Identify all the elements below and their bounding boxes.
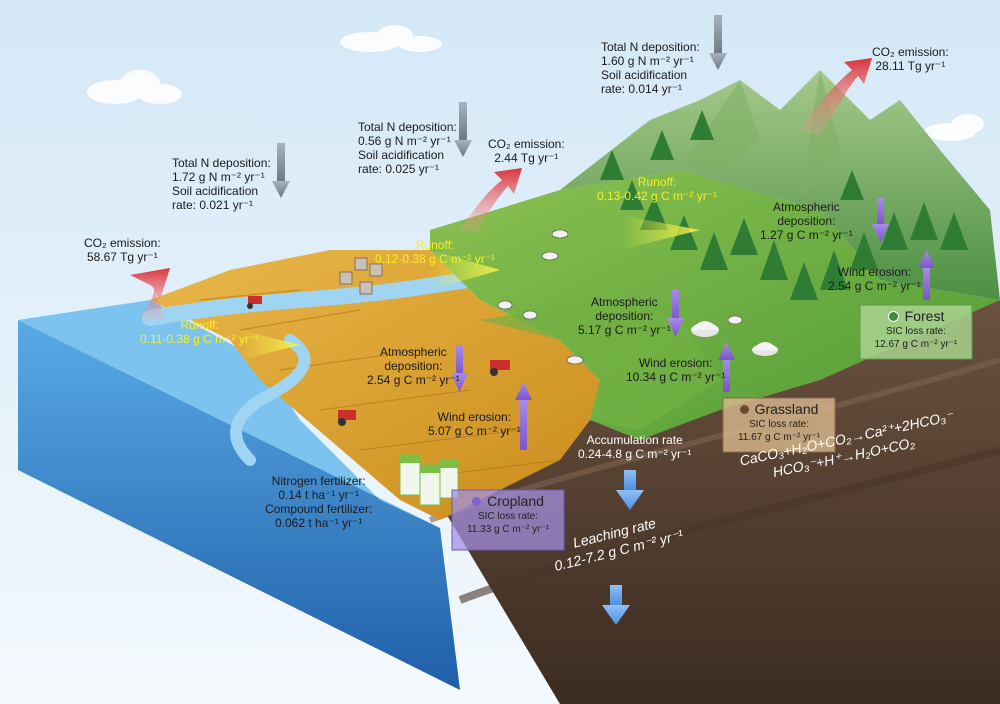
cropland-box: Cropland SIC loss rate: 11.33 g C m⁻² yr… bbox=[466, 493, 550, 535]
n-deposition-middle: Total N deposition: 0.56 g N m⁻² yr⁻¹ So… bbox=[358, 120, 457, 176]
grassland-dot-icon bbox=[739, 404, 749, 414]
n-deposition-east: Total N deposition: 1.60 g N m⁻² yr⁻¹ So… bbox=[601, 40, 700, 96]
atm-deposition-cropland: Atmospheric deposition: 2.54 g C m⁻² yr⁻… bbox=[367, 345, 460, 387]
grassland-area bbox=[430, 170, 1000, 440]
atm-deposition-grassland: Atmospheric deposition: 5.17 g C m⁻² yr⁻… bbox=[578, 295, 671, 337]
cloud-icon bbox=[87, 70, 182, 104]
purple-arrow-icon bbox=[515, 250, 935, 450]
fertilizer-bag-icon bbox=[399, 454, 459, 506]
yellow-cone-arrow-icon bbox=[240, 330, 300, 360]
forest-dot-icon bbox=[887, 310, 899, 322]
forest-box-bg bbox=[859, 304, 973, 360]
red-curved-arrow-icon bbox=[800, 58, 872, 136]
yellow-cone-arrow-icon bbox=[430, 250, 500, 290]
atm-deposition-forest: Atmospheric deposition: 1.27 g C m⁻² yr⁻… bbox=[760, 200, 853, 242]
accumulation-rate: Accumulation rate 0.24-4.8 g C m⁻² yr⁻¹ bbox=[578, 433, 692, 461]
wind-erosion-cropland: Wind erosion: 5.07 g C m⁻² yr⁻¹ bbox=[428, 410, 521, 438]
grassland-title: Grassland bbox=[754, 401, 819, 417]
wind-erosion-grassland: Wind erosion: 10.34 g C m⁻² yr⁻¹ bbox=[626, 356, 726, 384]
gray-down-arrow-icon bbox=[454, 102, 472, 157]
cropland-title: Cropland bbox=[487, 493, 544, 509]
wind-erosion-forest: Wind erosion: 2.54 g C m⁻² yr⁻¹ bbox=[828, 265, 921, 293]
runoff-cropland: Runoff: 0.11-0.38 g C m⁻² yr⁻¹ bbox=[140, 318, 260, 346]
forest-title: Forest bbox=[904, 308, 945, 324]
sea-cross-section bbox=[18, 320, 460, 690]
cropland-area bbox=[150, 250, 600, 520]
sea-surface bbox=[18, 300, 440, 528]
cropland-dot-icon bbox=[472, 496, 482, 506]
runoff-grassland: Runoff: 0.12-0.38 g C m⁻² yr⁻¹ bbox=[375, 238, 496, 266]
forest-box: Forest SIC loss rate: 12.67 g C m⁻² yr⁻¹ bbox=[874, 308, 958, 350]
runoff-forest: Runoff: 0.13-0.42 g C m⁻² yr⁻¹ bbox=[597, 175, 718, 203]
fertilizer-info: Nitrogen fertilizer: 0.14 t ha⁻¹ yr⁻¹ Co… bbox=[265, 474, 373, 530]
grassland-box: Grassland SIC loss rate: 11.67 g C m⁻² y… bbox=[737, 401, 821, 443]
gray-down-arrow-icon bbox=[709, 15, 727, 70]
yurt-icon bbox=[691, 321, 778, 356]
co2-emission-east: CO₂ emission: 28.11 Tg yr⁻¹ bbox=[872, 45, 949, 73]
livestock-icon bbox=[497, 229, 743, 365]
purple-arrow-icon bbox=[451, 198, 889, 392]
cropland-box-bg bbox=[451, 489, 565, 551]
red-curved-arrow-icon bbox=[460, 168, 522, 232]
co2-emission-west: CO₂ emission: 58.67 Tg yr⁻¹ bbox=[84, 236, 161, 264]
yellow-cone-arrow-icon bbox=[620, 215, 700, 250]
red-curved-arrow-icon bbox=[130, 268, 170, 320]
tractor-icon bbox=[247, 296, 510, 426]
n-deposition-west: Total N deposition: 1.72 g N m⁻² yr⁻¹ So… bbox=[172, 156, 271, 212]
cloud-icon bbox=[340, 25, 442, 52]
gray-down-arrow-icon bbox=[272, 143, 290, 198]
cloud-icon bbox=[924, 114, 984, 141]
village-buildings bbox=[339, 257, 383, 295]
co2-emission-middle: CO₂ emission: 2.44 Tg yr⁻¹ bbox=[488, 137, 565, 165]
blue-down-arrow-icon bbox=[602, 470, 644, 625]
